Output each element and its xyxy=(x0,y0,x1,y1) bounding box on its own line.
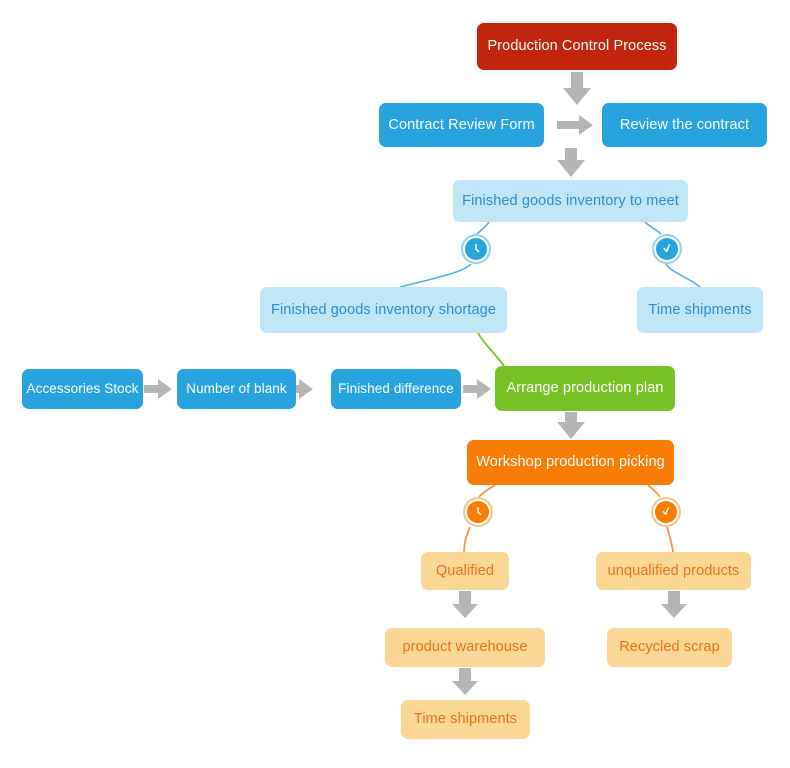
badge-ring xyxy=(651,497,681,527)
conn-plan-to-workshop-arrow xyxy=(557,412,585,439)
node-finished-difference[interactable]: Finished difference xyxy=(331,369,461,409)
node-workshop-production-picking[interactable]: Workshop production picking xyxy=(467,440,674,485)
conn-warehouse-to-shipments-arrow xyxy=(452,668,478,695)
node-production-control-process[interactable]: Production Control Process xyxy=(477,23,677,70)
conn-form-to-inventory-arrow xyxy=(557,148,585,177)
node-qualified[interactable]: Qualified xyxy=(421,552,509,590)
node-finished-goods-inventory-shortage[interactable]: Finished goods inventory shortage xyxy=(260,287,507,333)
conn-blank-to-accessories-arrow xyxy=(144,379,172,399)
badge-ring xyxy=(463,497,493,527)
conn-title-to-contract-form-arrow xyxy=(563,72,591,105)
node-recycled-scrap[interactable]: Recycled scrap xyxy=(607,628,732,667)
node-product-warehouse[interactable]: product warehouse xyxy=(385,628,545,667)
clock-check-icon xyxy=(656,238,678,260)
conn-qualified-to-warehouse-arrow xyxy=(452,591,478,618)
node-finished-goods-inventory-to-meet[interactable]: Finished goods inventory to meet xyxy=(453,180,688,222)
badge-qualified[interactable] xyxy=(463,497,493,527)
conn-unqualified-to-scrap-arrow xyxy=(661,591,687,618)
node-time-shipments-bottom[interactable]: Time shipments xyxy=(401,700,530,739)
badge-inventory-shortage[interactable] xyxy=(461,234,491,264)
badge-ring xyxy=(652,234,682,264)
clock-check-icon xyxy=(655,501,677,523)
clock-arrow-icon xyxy=(465,238,487,260)
node-time-shipments-top[interactable]: Time shipments xyxy=(637,287,763,333)
conn-plan-to-difference-arrow xyxy=(463,379,491,399)
conn-shortage-to-plan-curve xyxy=(477,332,505,367)
node-number-of-blank[interactable]: Number of blank xyxy=(177,369,296,409)
node-unqualified-products[interactable]: unqualified products xyxy=(596,552,751,590)
badge-ring xyxy=(461,234,491,264)
clock-arrow-icon xyxy=(467,501,489,523)
conn-form-to-review-arrow xyxy=(557,115,593,135)
node-contract-review-form[interactable]: Contract Review Form xyxy=(379,103,544,147)
node-arrange-production-plan[interactable]: Arrange production plan xyxy=(495,366,675,411)
node-review-the-contract[interactable]: Review the contract xyxy=(602,103,767,147)
node-accessories-stock[interactable]: Accessories Stock xyxy=(22,369,143,409)
badge-time-shipments[interactable] xyxy=(652,234,682,264)
badge-unqualified[interactable] xyxy=(651,497,681,527)
